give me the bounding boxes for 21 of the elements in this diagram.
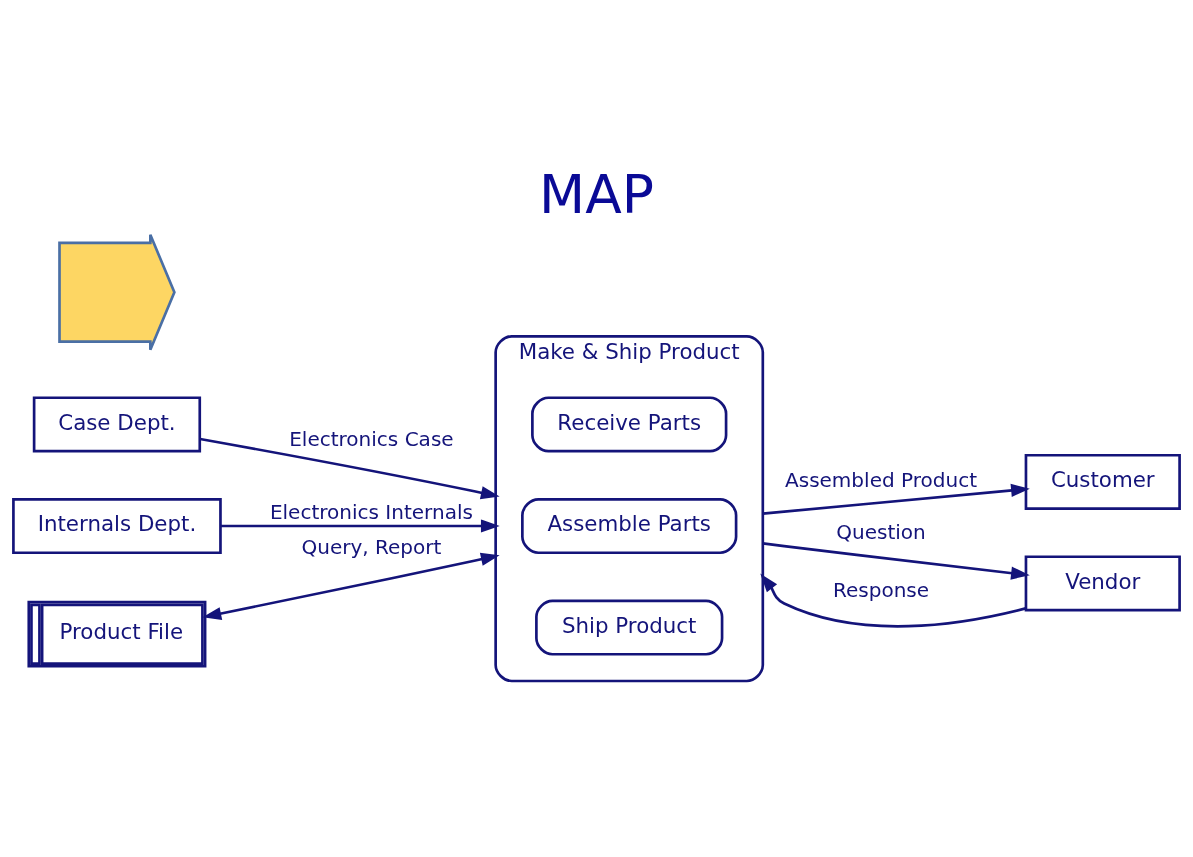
edge-label: Query, Report	[301, 535, 442, 560]
edge-label: Electronics Internals	[269, 500, 473, 525]
diagram-title: MAP	[539, 163, 654, 227]
node-box: Assemble Parts	[521, 497, 738, 555]
node-box: Vendor	[1024, 555, 1181, 612]
node-box: Receive Parts	[531, 396, 728, 453]
edge-label: Assembled Product	[785, 468, 978, 493]
node-arrow	[58, 233, 176, 352]
edge-label: Question	[836, 520, 926, 545]
arrow	[760, 573, 1026, 628]
edge-label: Electronics Case	[289, 426, 454, 451]
arrow	[762, 542, 1030, 580]
node-box: Ship Product	[535, 599, 724, 656]
node-box: Customer	[1024, 453, 1181, 510]
edge-label: Response	[832, 577, 930, 602]
node-box: Case Dept.	[32, 396, 202, 453]
arrow	[199, 437, 500, 500]
arrow	[762, 483, 1030, 515]
node-box: Internals Dept.	[12, 497, 222, 555]
arrow	[202, 552, 500, 620]
arrow	[220, 519, 500, 533]
